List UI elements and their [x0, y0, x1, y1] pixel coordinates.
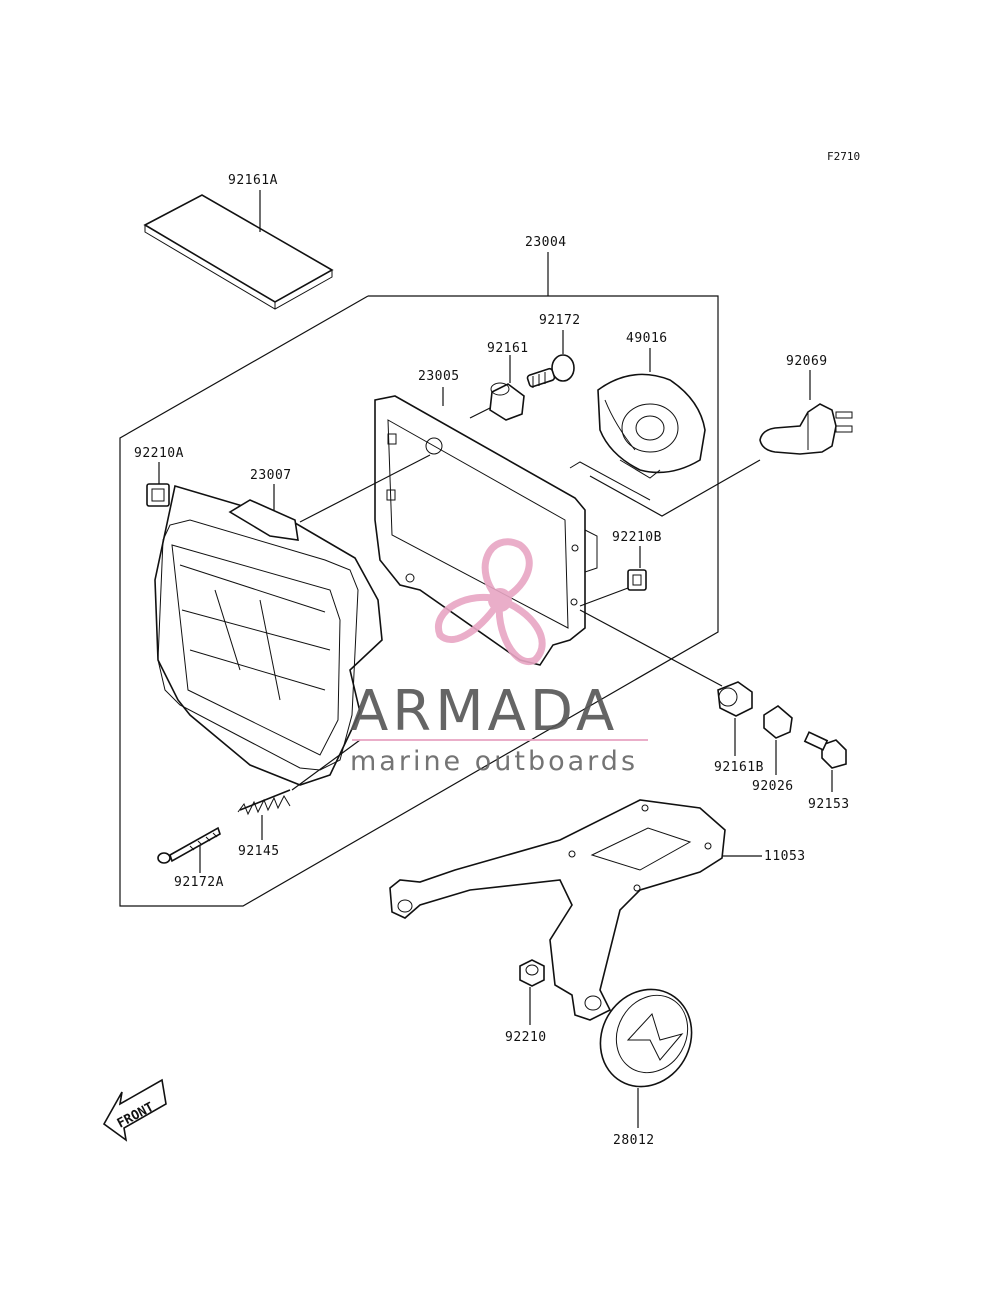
label-92172: 92172 — [539, 313, 581, 328]
front-arrow: FRONT — [102, 1078, 167, 1142]
propeller-logo — [434, 538, 546, 666]
part-92026-collar — [763, 705, 793, 739]
part-92161b-grommet — [717, 681, 753, 717]
part-92153-bolt — [803, 731, 847, 769]
part-23007-headlight — [154, 484, 383, 786]
part-92210b-nut — [627, 569, 647, 591]
part-11053-bracket — [389, 799, 726, 1021]
label-92153: 92153 — [808, 797, 850, 812]
part-49016-socket — [597, 373, 706, 479]
part-92210-nut — [519, 959, 545, 987]
label-92210b: 92210B — [612, 530, 662, 545]
part-92161a-pad — [143, 194, 334, 310]
label-49016: 49016 — [626, 331, 668, 346]
label-92026: 92026 — [752, 779, 794, 794]
part-92069-bulb — [759, 403, 853, 455]
watermark-title: ARMADA — [350, 679, 618, 744]
part-92145-spring — [237, 789, 291, 816]
label-92161b: 92161B — [714, 760, 764, 775]
label-23007: 23007 — [250, 468, 292, 483]
diagram-code: F2710 — [827, 150, 860, 163]
part-92210a-nut — [146, 483, 170, 507]
label-23004: 23004 — [525, 235, 567, 250]
label-92210a: 92210A — [134, 446, 184, 461]
label-92161: 92161 — [487, 341, 529, 356]
part-92172-screw — [526, 354, 575, 388]
label-92161a: 92161A — [228, 173, 278, 188]
assembly-23004-outline — [119, 295, 719, 907]
label-28012: 28012 — [613, 1133, 655, 1148]
label-92172a: 92172A — [174, 875, 224, 890]
part-92172a-screw — [157, 826, 221, 864]
label-23005: 23005 — [418, 369, 460, 384]
label-92210: 92210 — [505, 1030, 547, 1045]
label-11053: 11053 — [764, 849, 806, 864]
label-92069: 92069 — [786, 354, 828, 369]
watermark: ARMADA marine outboards — [350, 538, 648, 777]
watermark-subtitle: marine outboards — [350, 746, 638, 777]
part-28012-reflector — [599, 988, 693, 1088]
part-23005-frame — [374, 395, 651, 666]
label-92145: 92145 — [238, 844, 280, 859]
part-92161-grommet — [489, 382, 525, 421]
